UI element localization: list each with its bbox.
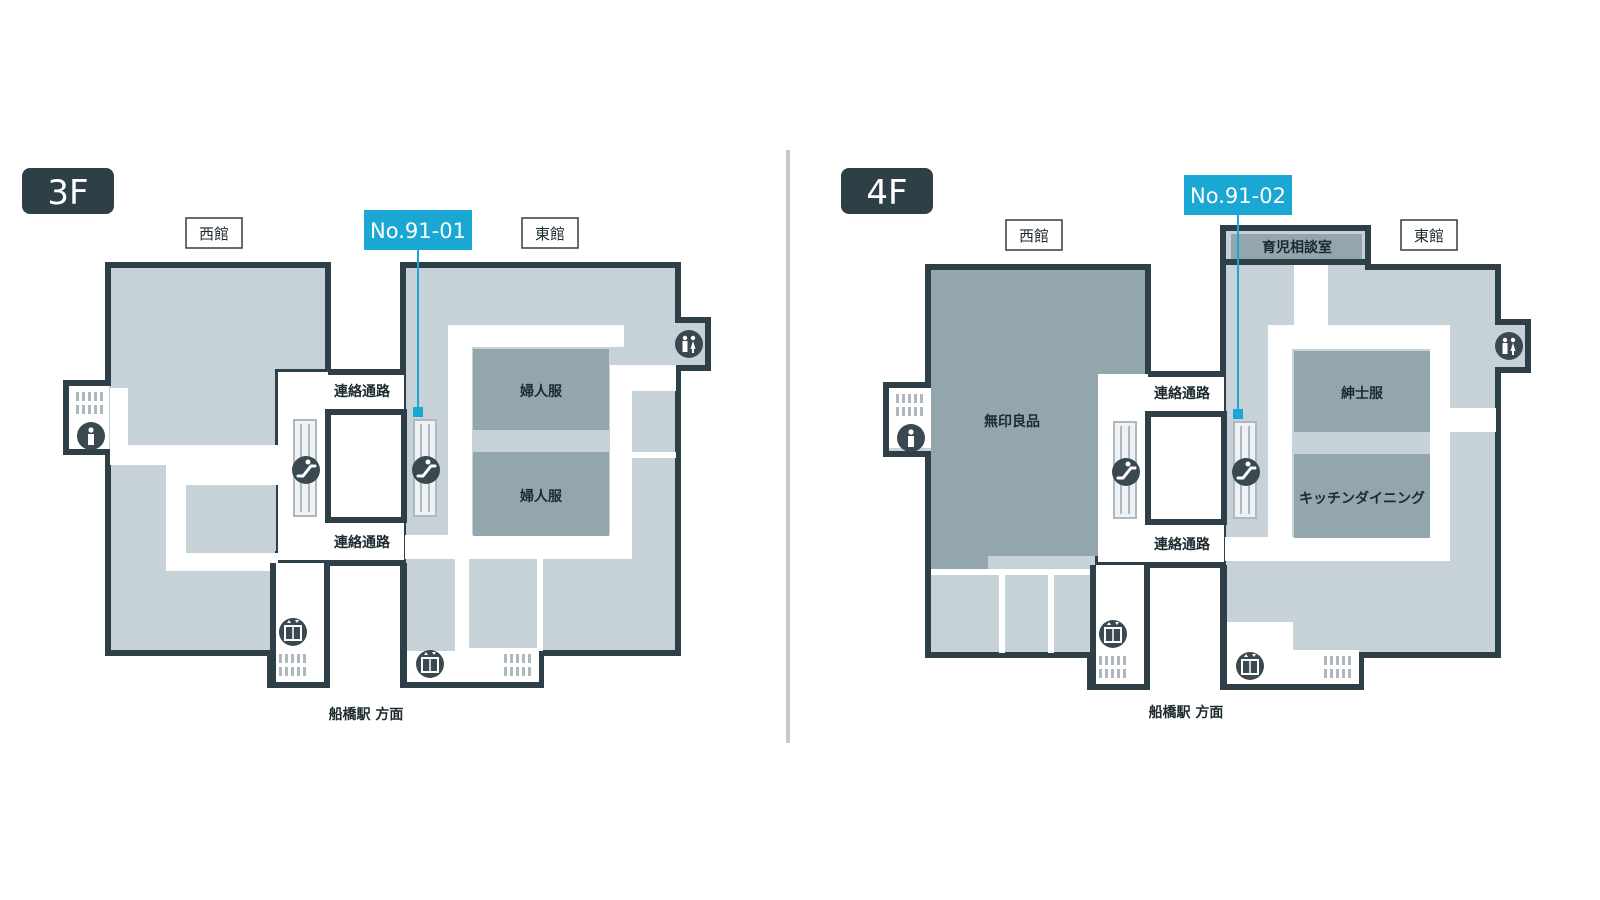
elevator-icon[interactable]: [278, 617, 308, 647]
escalator-icon[interactable]: [1110, 456, 1142, 488]
marker-label: No.91-02: [1190, 184, 1286, 208]
shop-block: [473, 349, 609, 430]
elevator-icon[interactable]: [1235, 651, 1265, 681]
west-building-label: 西館: [1019, 227, 1049, 245]
room-block: [1231, 234, 1362, 259]
shop-label: 婦人服: [519, 488, 563, 505]
floor-divider: [786, 150, 790, 743]
direction-label: 船橋駅 方面: [1149, 704, 1224, 721]
shop-block: [1294, 351, 1430, 432]
passage-label: 連絡通路: [1154, 536, 1211, 553]
floor-badge-4f: 4F: [841, 168, 933, 214]
shop-label: 紳士服: [1341, 385, 1384, 402]
west-corridors-3f: [110, 388, 278, 571]
restroom-icon[interactable]: [1495, 332, 1523, 360]
store-label: 無印良品: [984, 413, 1040, 430]
escalator-icon[interactable]: [410, 454, 442, 486]
east-building-label: 東館: [535, 225, 565, 243]
atrium-void: [1145, 411, 1227, 525]
location-marker-3f[interactable]: No.91-01: [364, 210, 472, 417]
elevator-icon[interactable]: [415, 649, 445, 679]
atrium-void: [325, 409, 407, 523]
floor-map-3f: 3F: [22, 168, 711, 723]
shop-block: [473, 452, 609, 536]
baby-room-icon[interactable]: [897, 424, 925, 452]
connecting-passage-4f: [1098, 371, 1227, 568]
shop-block: [1294, 454, 1430, 538]
escalator-icon[interactable]: [290, 454, 322, 486]
passage-label: 連絡通路: [334, 534, 391, 551]
baby-room-icon[interactable]: [77, 422, 105, 450]
shop-label: 婦人服: [519, 383, 563, 400]
floor-badge-3f: 3F: [22, 168, 114, 214]
floor-map-4f: 4F: [841, 168, 1531, 721]
location-marker-4f[interactable]: No.91-02: [1184, 175, 1292, 419]
passage-label: 連絡通路: [1154, 385, 1211, 402]
elevator-icon[interactable]: [1098, 619, 1128, 649]
marker-label: No.91-01: [370, 219, 466, 243]
west-building-label: 西館: [199, 225, 229, 243]
room-label: 育児相談室: [1262, 239, 1332, 256]
east-building-label: 東館: [1414, 227, 1444, 245]
shop-label: キッチンダイニング: [1299, 490, 1425, 507]
restroom-icon[interactable]: [675, 330, 703, 358]
passage-label: 連絡通路: [334, 383, 391, 400]
direction-label: 船橋駅 方面: [329, 706, 404, 723]
escalator-icon[interactable]: [1230, 456, 1262, 488]
floor-label: 4F: [866, 173, 907, 213]
store-block: [931, 270, 1145, 569]
floor-label: 3F: [47, 173, 88, 213]
east-corridors-3f: [405, 325, 676, 682]
